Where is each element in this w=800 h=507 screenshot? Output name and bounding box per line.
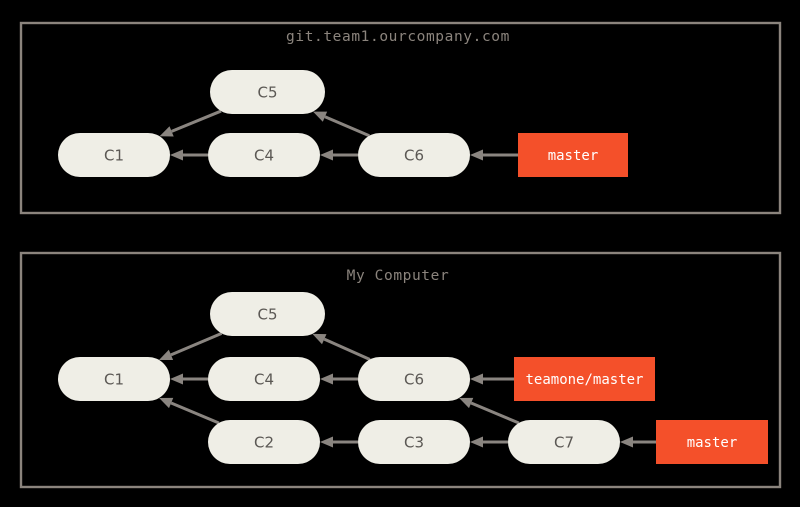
branch-label-text: master (548, 148, 599, 164)
commit-node-c5[interactable]: C5 (210, 292, 325, 336)
commit-label: C5 (257, 84, 277, 102)
commit-node-c4[interactable]: C4 (208, 133, 320, 177)
commit-shape (208, 133, 320, 177)
commit-label: C1 (104, 371, 124, 389)
arrowhead-icon (159, 397, 174, 409)
commit-node-c4[interactable]: C4 (208, 357, 320, 401)
branch-shape (514, 357, 655, 401)
arrowhead-icon (170, 373, 183, 385)
panel-frame (19, 21, 782, 215)
commit-label: C4 (254, 371, 274, 389)
commit-node-c7[interactable]: C7 (508, 420, 620, 464)
commit-node-c3[interactable]: C3 (358, 420, 470, 464)
commit-node-c1[interactable]: C1 (58, 133, 170, 177)
branch-label-master[interactable]: master (518, 133, 628, 177)
arrowhead-icon (470, 373, 483, 385)
arrowhead-icon (312, 333, 327, 345)
commit-shape (58, 357, 170, 401)
commit-shape (508, 420, 620, 464)
panel-title: My Computer (347, 268, 450, 284)
arrowhead-icon (470, 149, 483, 161)
arrowhead-icon (159, 126, 174, 137)
commit-shape (358, 420, 470, 464)
arrowhead-icon (158, 349, 174, 360)
edge-C7-to-C6 (470, 401, 520, 425)
branch-label-master[interactable]: master (656, 420, 768, 464)
arrowhead-icon (320, 149, 333, 161)
edge-C6-to-C5 (324, 115, 370, 138)
commit-node-c6[interactable]: C6 (358, 357, 470, 401)
commit-shape (208, 420, 320, 464)
edge-C2-to-C1 (170, 401, 220, 425)
arrowhead-icon (459, 397, 474, 409)
commit-shape (58, 133, 170, 177)
arrowhead-icon (170, 149, 183, 161)
commit-label: C3 (404, 434, 424, 452)
commit-node-c5[interactable]: C5 (210, 70, 325, 114)
branch-shape (656, 420, 768, 464)
commit-label: C6 (404, 371, 424, 389)
branch-label-teamone-master[interactable]: teamone/master (514, 357, 655, 401)
commit-shape (210, 292, 325, 336)
edge-C6-to-C5 (323, 337, 371, 361)
edges-group (158, 332, 656, 448)
arrowhead-icon (620, 436, 633, 448)
commit-shape (210, 70, 325, 114)
arrowhead-icon (313, 111, 328, 122)
arrowhead-icon (320, 373, 333, 385)
branch-label-text: master (687, 435, 738, 451)
commit-node-c1[interactable]: C1 (58, 357, 170, 401)
edge-C5-to-C1 (170, 332, 223, 357)
commit-label: C6 (404, 147, 424, 165)
commit-shape (358, 357, 470, 401)
panel-frame (19, 251, 782, 489)
commit-label: C2 (254, 434, 274, 452)
commit-label: C7 (554, 434, 574, 452)
arrowhead-icon (320, 436, 333, 448)
edge-C5-to-C1 (171, 109, 222, 133)
branch-label-text: teamone/master (525, 372, 643, 388)
branch-shape (518, 133, 628, 177)
panel-title: git.team1.ourcompany.com (286, 29, 510, 45)
commit-node-c2[interactable]: C2 (208, 420, 320, 464)
commit-label: C5 (257, 306, 277, 324)
commit-node-c6[interactable]: C6 (358, 133, 470, 177)
edges-group (159, 109, 518, 161)
commit-label: C4 (254, 147, 274, 165)
commit-shape (208, 357, 320, 401)
commit-shape (358, 133, 470, 177)
arrowhead-icon (470, 436, 483, 448)
commit-label: C1 (104, 147, 124, 165)
